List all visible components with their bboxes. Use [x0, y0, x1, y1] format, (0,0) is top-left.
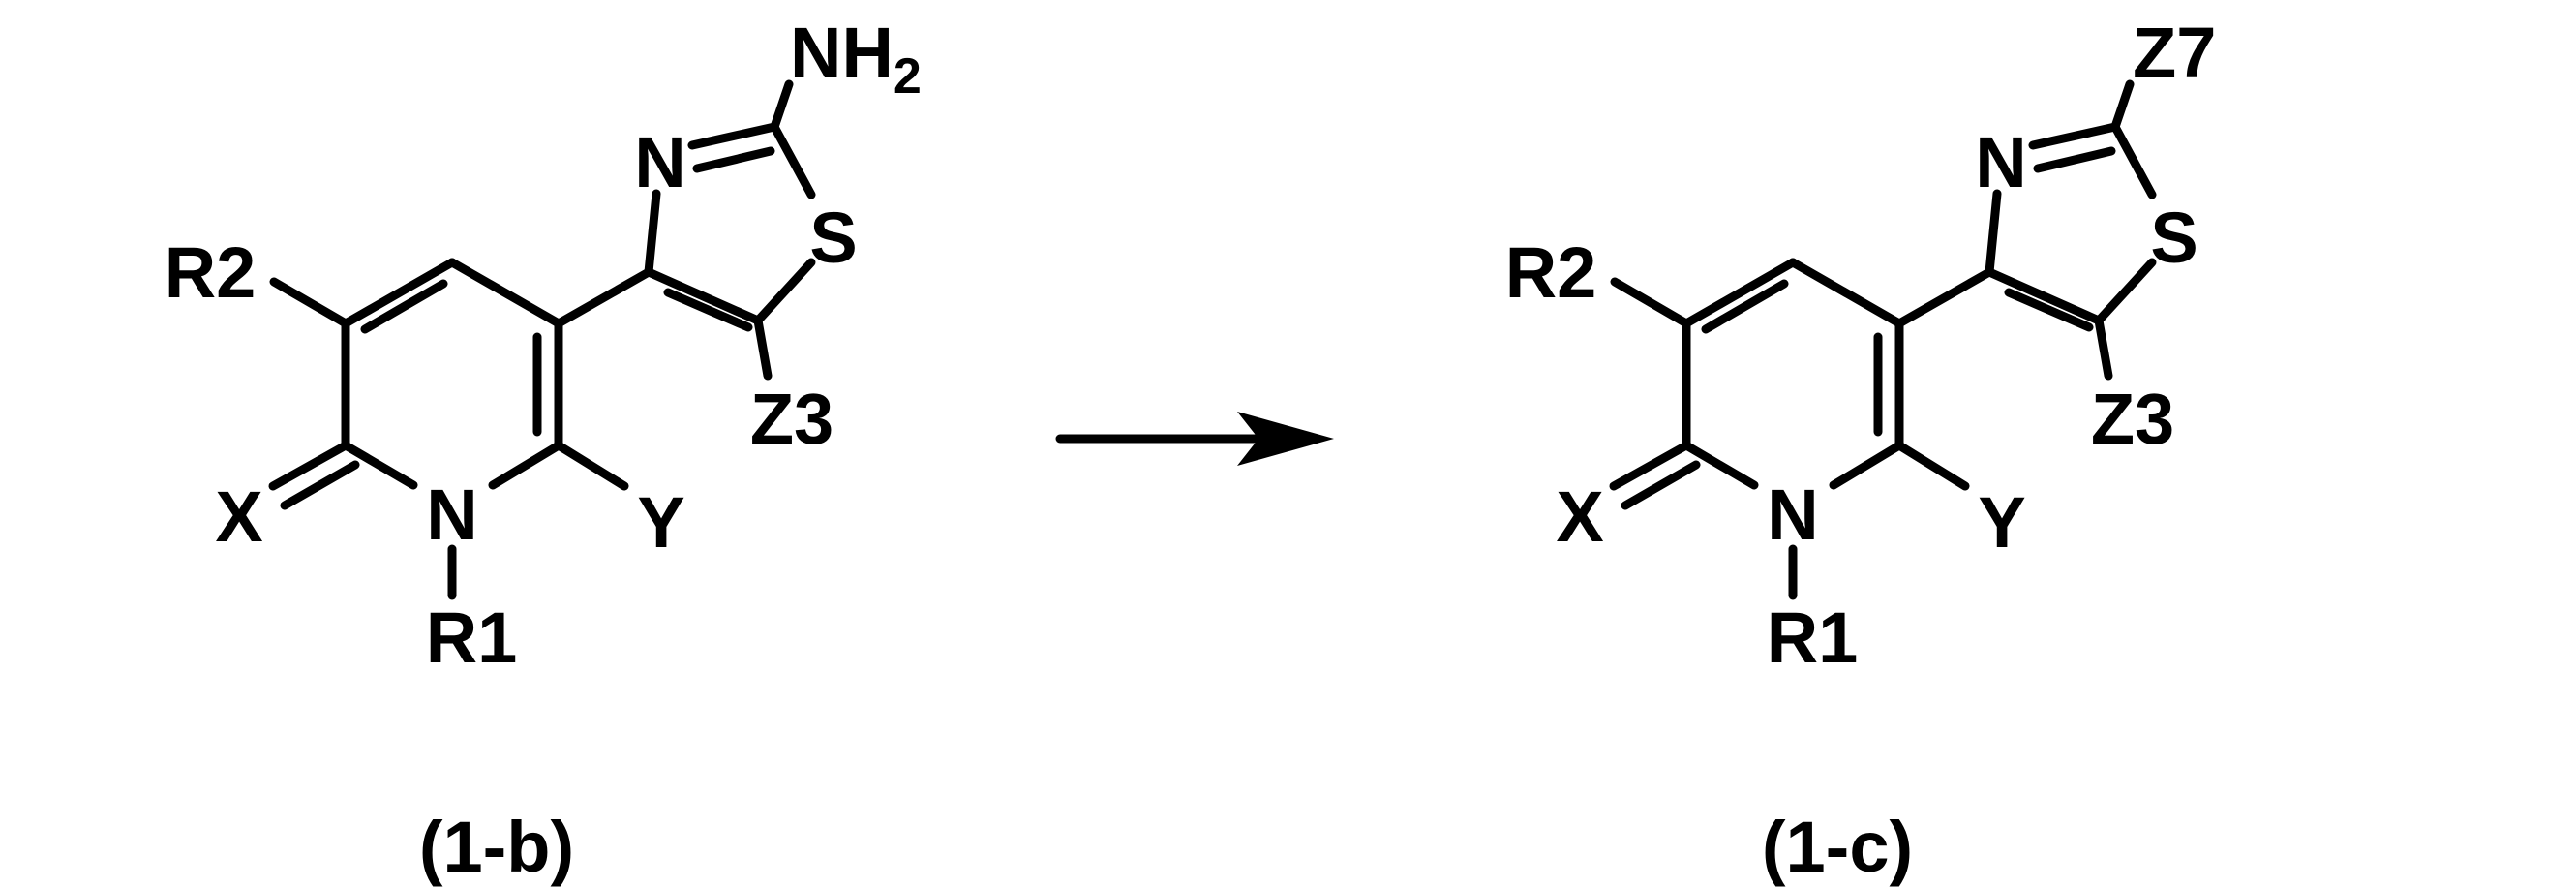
- bond: [649, 194, 656, 272]
- bond: [559, 272, 649, 323]
- atom-label-x: X: [215, 476, 262, 557]
- reactant-structure: R2 X N Y R1 N S Z3 NH2: [165, 13, 922, 678]
- bond: [493, 445, 559, 485]
- atom-label-x: X: [1556, 476, 1603, 557]
- atom-label-n-thiazole: N: [634, 122, 685, 202]
- atom-label-r1: R1: [1767, 597, 1859, 678]
- bond: [1615, 282, 1686, 323]
- atom-label-amine: NH2: [790, 13, 922, 105]
- bond: [1989, 194, 1997, 272]
- atom-label-n-thiazole: N: [1975, 122, 2026, 202]
- atom-label-y: Y: [637, 482, 684, 563]
- atom-label-s: S: [2150, 198, 2197, 278]
- atom-label-z3: Z3: [2091, 379, 2174, 459]
- bond: [2033, 127, 2115, 145]
- bond: [692, 127, 774, 145]
- bond-double-inner: [697, 151, 771, 168]
- bond: [649, 272, 758, 321]
- product-structure: R2 X N Y R1 N S Z3 Z7: [1505, 13, 2217, 678]
- bond: [774, 84, 789, 127]
- atom-label-z3: Z3: [750, 379, 833, 459]
- atom-label-r2: R2: [165, 232, 257, 313]
- atom-label-n-ring: N: [1767, 474, 1818, 555]
- reactant-caption: (1-b): [419, 807, 574, 887]
- bond: [774, 127, 811, 195]
- bond: [758, 262, 811, 321]
- bond: [559, 445, 624, 486]
- bond: [1834, 445, 1899, 485]
- atom-label-s: S: [809, 198, 857, 278]
- bond: [1899, 445, 1965, 486]
- product-caption: (1-c): [1762, 807, 1913, 887]
- bond: [452, 262, 559, 323]
- bond: [1899, 272, 1989, 323]
- bond: [758, 321, 768, 376]
- bond: [1989, 272, 2099, 321]
- bond: [2115, 127, 2152, 195]
- atom-label-n-ring: N: [426, 474, 477, 555]
- bond: [274, 282, 346, 323]
- atom-label-z7: Z7: [2133, 13, 2216, 93]
- atom-label-y: Y: [1978, 482, 2025, 563]
- bond: [2099, 321, 2108, 376]
- bond-double-inner: [2038, 151, 2111, 168]
- atom-label-r1: R1: [426, 597, 518, 678]
- atom-label-r2: R2: [1505, 232, 1597, 313]
- bond: [1793, 262, 1899, 323]
- bond: [2099, 262, 2152, 321]
- bond: [2115, 84, 2130, 127]
- reaction-arrow: [1060, 412, 1334, 466]
